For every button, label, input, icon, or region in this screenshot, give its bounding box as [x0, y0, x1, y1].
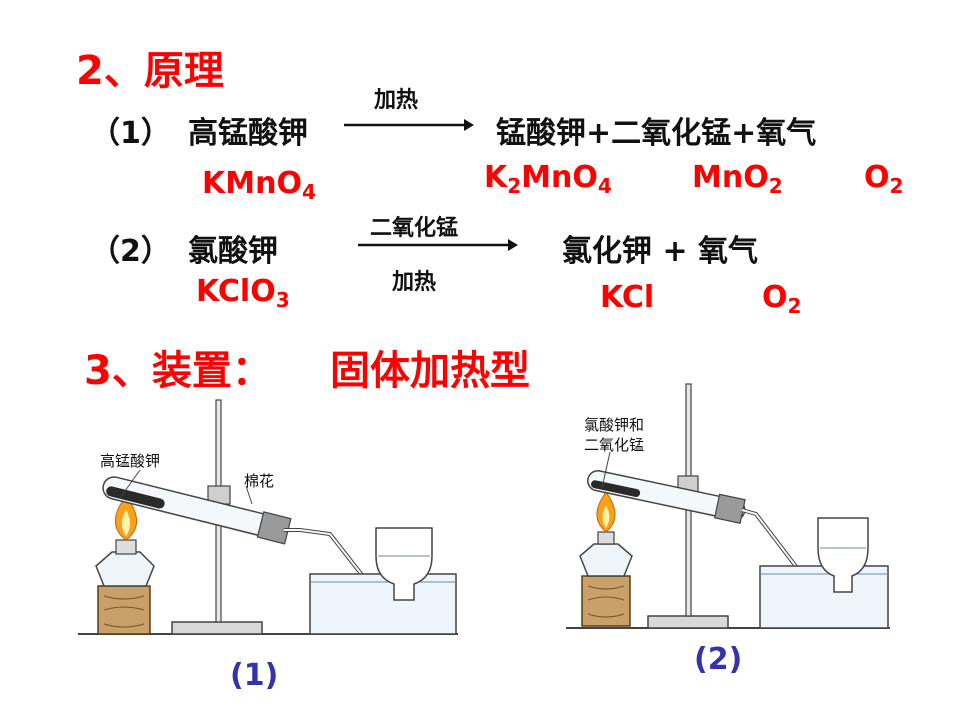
formula-mno2: MnO2: [692, 160, 783, 198]
reaction-2-number: （2）: [90, 234, 171, 269]
label-cotton: 棉花: [244, 472, 275, 490]
label-kclo3-mno2-line1: 氯酸钾和: [584, 416, 645, 434]
reaction-1-reactant: 高锰酸钾: [188, 116, 308, 151]
formula-o2: O2: [864, 160, 904, 198]
formula-kmno4: KMnO4: [202, 166, 316, 204]
reaction-1-number: （1）: [90, 116, 171, 151]
reaction-2-condition: 加热: [392, 270, 437, 295]
label-potassium-permanganate: 高锰酸钾: [100, 452, 161, 470]
apparatus-type: 固体加热型: [330, 348, 530, 394]
reaction-2-products: 氯化钾 + 氧气: [562, 234, 759, 269]
formula-kcl: KCl: [600, 280, 655, 315]
section-3-title: 3、装置：: [84, 348, 272, 394]
figure-1-caption: (1): [230, 658, 279, 693]
formula-o2-2: O2: [762, 280, 802, 318]
reaction-2-reactant: 氯酸钾: [188, 234, 278, 269]
figure-2-caption: (2): [694, 642, 743, 677]
formula-kclo3: KClO3: [196, 274, 290, 312]
label-kclo3-mno2-line2: 二氧化锰: [584, 436, 645, 454]
reaction-1-arrow: [344, 119, 474, 131]
reaction-1-products: 锰酸钾+二氧化锰+氧气: [496, 116, 817, 151]
section-2-title: 2、原理: [76, 48, 224, 94]
formula-k2mno4: K2MnO4: [484, 160, 612, 198]
reaction-1-condition: 加热: [374, 88, 419, 113]
reaction-2-catalyst: 二氧化锰: [370, 216, 459, 241]
reaction-2-arrow: [358, 239, 518, 251]
